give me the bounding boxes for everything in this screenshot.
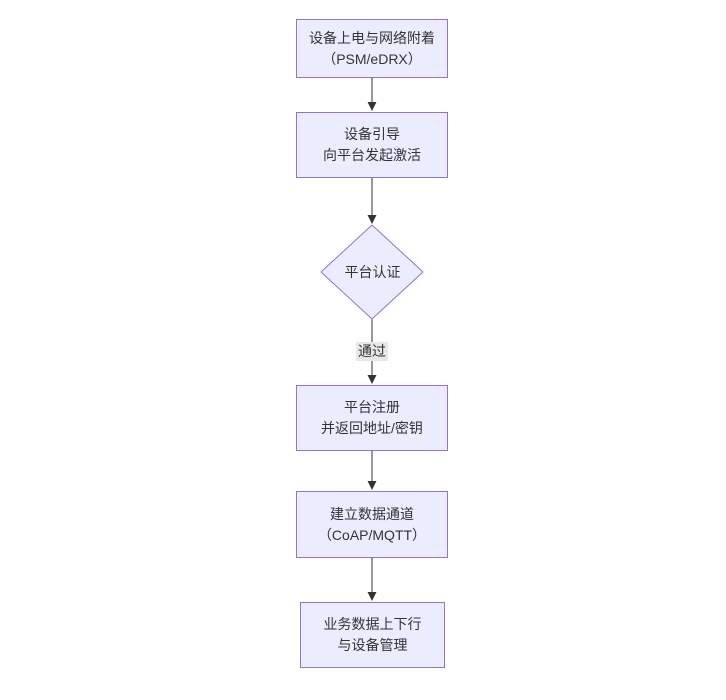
node-label-line: 业务数据上下行 [323, 616, 422, 632]
node-label-line: （PSM/eDRX） [322, 50, 422, 67]
edge-label-pass: 通过 [356, 342, 388, 361]
node-label-line: 设备引导 [344, 126, 400, 142]
node-register: 平台注册 并返回地址/密钥 [296, 385, 448, 451]
node-label-line: 平台注册 [344, 399, 400, 415]
node-auth-diamond-shape [320, 224, 424, 320]
node-label-line: 设备上电与网络附着 [309, 29, 435, 46]
node-channel: 建立数据通道 （CoAP/MQTT） [296, 491, 448, 558]
node-label-line: 建立数据通道 [330, 505, 414, 522]
node-label-line: 平台认证 [344, 264, 401, 280]
node-business: 业务数据上下行 与设备管理 [300, 602, 445, 668]
node-label-line: 向平台发起激活 [323, 147, 421, 163]
node-power-on: 设备上电与网络附着 （PSM/eDRX） [296, 19, 448, 78]
node-bootstrap: 设备引导 向平台发起激活 [296, 112, 448, 178]
node-label-line: 与设备管理 [337, 637, 408, 653]
node-label-line: （CoAP/MQTT） [317, 526, 427, 543]
node-label-line: 并返回地址/密钥 [321, 420, 423, 436]
node-auth-label: 平台认证 [322, 262, 423, 283]
